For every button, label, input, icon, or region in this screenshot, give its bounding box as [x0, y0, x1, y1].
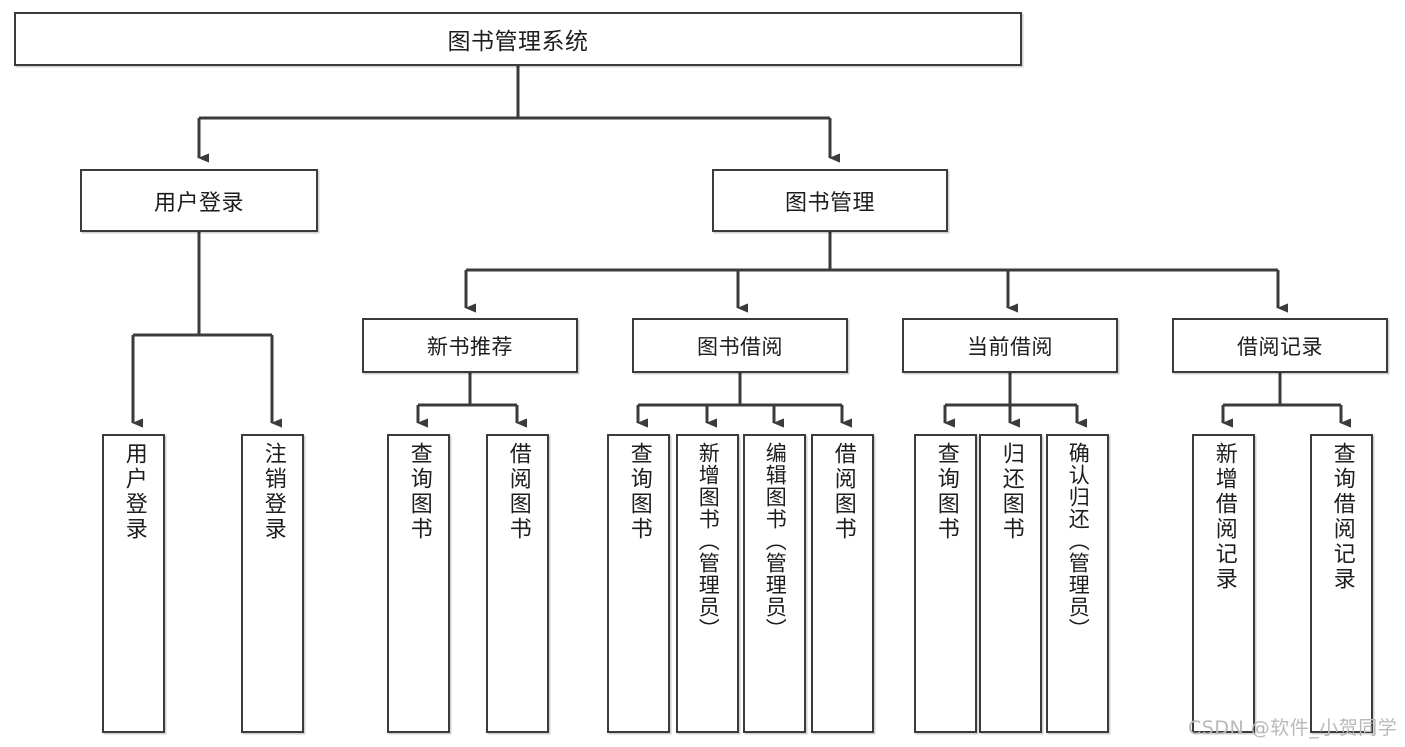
node-label: 图书管理	[784, 190, 875, 216]
node-label: 注销登录	[260, 442, 286, 542]
node-current-borrow[interactable]: 当前借阅	[902, 318, 1118, 373]
leaf-user-login[interactable]: 用户登录	[102, 434, 165, 733]
node-new-book-recommend[interactable]: 新书推荐	[362, 318, 578, 373]
node-label: 新增借阅记录	[1211, 442, 1237, 592]
node-label: 当前借阅	[967, 334, 1053, 359]
leaf-borrow-book[interactable]: 借阅图书	[811, 434, 874, 733]
node-label: 确认归还（管理员）	[1066, 442, 1091, 640]
leaf-edit-book-admin[interactable]: 编辑图书（管理员）	[743, 434, 806, 733]
leaf-query-borrow-record[interactable]: 查询借阅记录	[1310, 434, 1373, 733]
node-label: 归还图书	[998, 442, 1024, 542]
node-label: 查询借阅记录	[1329, 442, 1355, 592]
leaf-return-book[interactable]: 归还图书	[979, 434, 1042, 733]
node-book-manage[interactable]: 图书管理	[712, 169, 948, 232]
node-label: 新增图书（管理员）	[696, 442, 721, 640]
leaf-add-borrow-record[interactable]: 新增借阅记录	[1192, 434, 1255, 733]
node-label: 查询图书	[406, 442, 432, 542]
node-root-system[interactable]: 图书管理系统	[14, 12, 1022, 66]
leaf-borrow-book-recommend[interactable]: 借阅图书	[486, 434, 549, 733]
leaf-query-book-borrow[interactable]: 查询图书	[607, 434, 670, 733]
leaf-confirm-return-admin[interactable]: 确认归还（管理员）	[1046, 434, 1109, 733]
node-borrow-record[interactable]: 借阅记录	[1172, 318, 1388, 373]
node-label: 借阅图书	[505, 442, 531, 542]
node-label: 用户登录	[121, 442, 147, 542]
node-label: 查询图书	[933, 442, 959, 542]
leaf-query-book-current[interactable]: 查询图书	[914, 434, 977, 733]
leaf-query-book-recommend[interactable]: 查询图书	[387, 434, 450, 733]
node-label: 借阅记录	[1237, 334, 1323, 359]
node-label: 用户登录	[153, 190, 244, 216]
node-book-borrow[interactable]: 图书借阅	[632, 318, 848, 373]
node-label: 借阅图书	[830, 442, 856, 542]
node-label: 新书推荐	[427, 334, 513, 359]
leaf-logout-login[interactable]: 注销登录	[241, 434, 304, 733]
node-user-login[interactable]: 用户登录	[80, 169, 318, 232]
node-label: 编辑图书（管理员）	[763, 442, 788, 640]
node-label: 查询图书	[626, 442, 652, 542]
node-label: 图书借阅	[697, 334, 783, 359]
node-label: 图书管理系统	[447, 29, 589, 55]
csdn-watermark: CSDN @软件_小贺同学	[1188, 717, 1398, 739]
leaf-add-book-admin[interactable]: 新增图书（管理员）	[676, 434, 739, 733]
